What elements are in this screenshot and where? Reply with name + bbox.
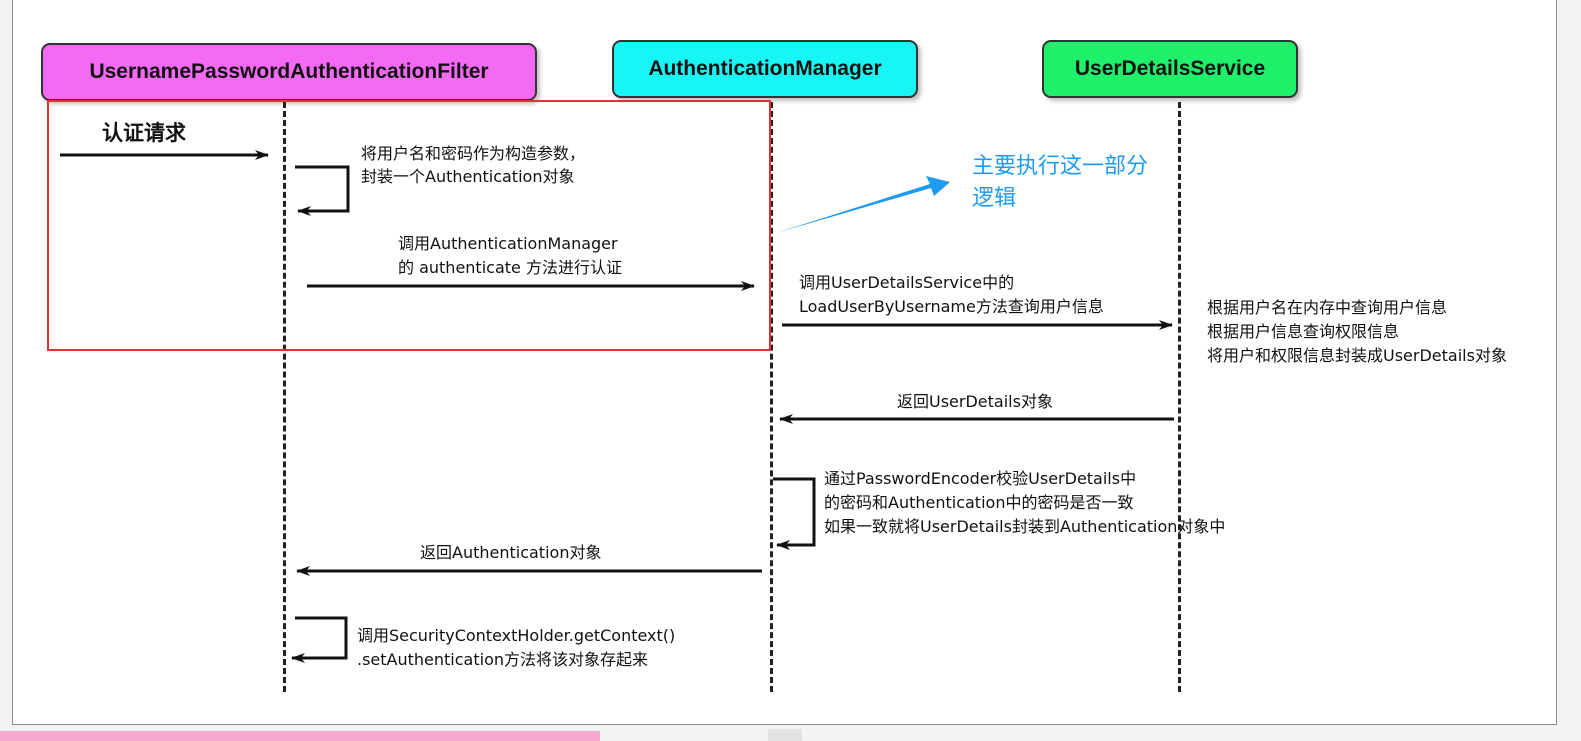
arrow-self-build-token	[295, 165, 350, 216]
lane-label: UserDetailsService	[1074, 57, 1266, 80]
verify-line-1: 通过PasswordEncoder校验UserDetails中	[824, 469, 1137, 488]
auth-request-label: 认证请求	[102, 121, 186, 145]
call-manager-line-1: 调用AuthenticationManager	[398, 234, 618, 253]
lane-label: AuthenticationManager	[648, 57, 882, 80]
lane-label: UsernamePasswordAuthenticationFilter	[89, 60, 489, 83]
lifeline-manager	[770, 102, 773, 692]
lane-header-manager: AuthenticationManager	[612, 40, 918, 98]
call-uds-line-1: 调用UserDetailsService中的	[799, 273, 1015, 292]
uds-work-line-1: 根据用户名在内存中查询用户信息	[1207, 298, 1448, 317]
diagram-canvas	[12, 0, 1557, 725]
call-uds-line-2: LoadUserByUsername方法查询用户信息	[799, 297, 1104, 316]
highlight-box	[47, 100, 771, 351]
callout-arrow	[776, 176, 950, 233]
bottom-progress-bar	[0, 731, 600, 741]
lifeline-userdetailsservice	[1178, 102, 1181, 692]
call-manager-line-2: 的 authenticate 方法进行认证	[398, 258, 622, 277]
arrow-self-verify	[773, 477, 816, 550]
arrow-self-store	[291, 616, 348, 663]
uds-work-line-2: 根据用户信息查询权限信息	[1207, 322, 1400, 341]
build-token-line-2: 封装一个Authentication对象	[361, 167, 575, 186]
verify-line-3: 如果一致就将UserDetails封装到Authentication对象中	[824, 517, 1226, 536]
return-authentication-label: 返回Authentication对象	[420, 543, 602, 562]
uds-work-line-3: 将用户和权限信息封装成UserDetails对象	[1207, 346, 1507, 365]
callout-line-2: 逻辑	[972, 186, 1017, 211]
build-token-line-1: 将用户名和密码作为构造参数，	[361, 144, 586, 163]
lane-header-userdetailsservice: UserDetailsService	[1042, 40, 1298, 98]
lane-header-filter: UsernamePasswordAuthenticationFilter	[41, 43, 537, 101]
return-userdetails-label: 返回UserDetails对象	[897, 392, 1053, 411]
lifeline-filter	[283, 102, 286, 692]
bottom-scroll-handle[interactable]	[768, 729, 802, 741]
store-line-1: 调用SecurityContextHolder.getContext()	[357, 626, 676, 645]
verify-line-2: 的密码和Authentication中的密码是否一致	[824, 493, 1134, 512]
callout-line-1: 主要执行这一部分	[972, 154, 1149, 179]
store-line-2: .setAuthentication方法将该对象存起来	[357, 650, 648, 669]
